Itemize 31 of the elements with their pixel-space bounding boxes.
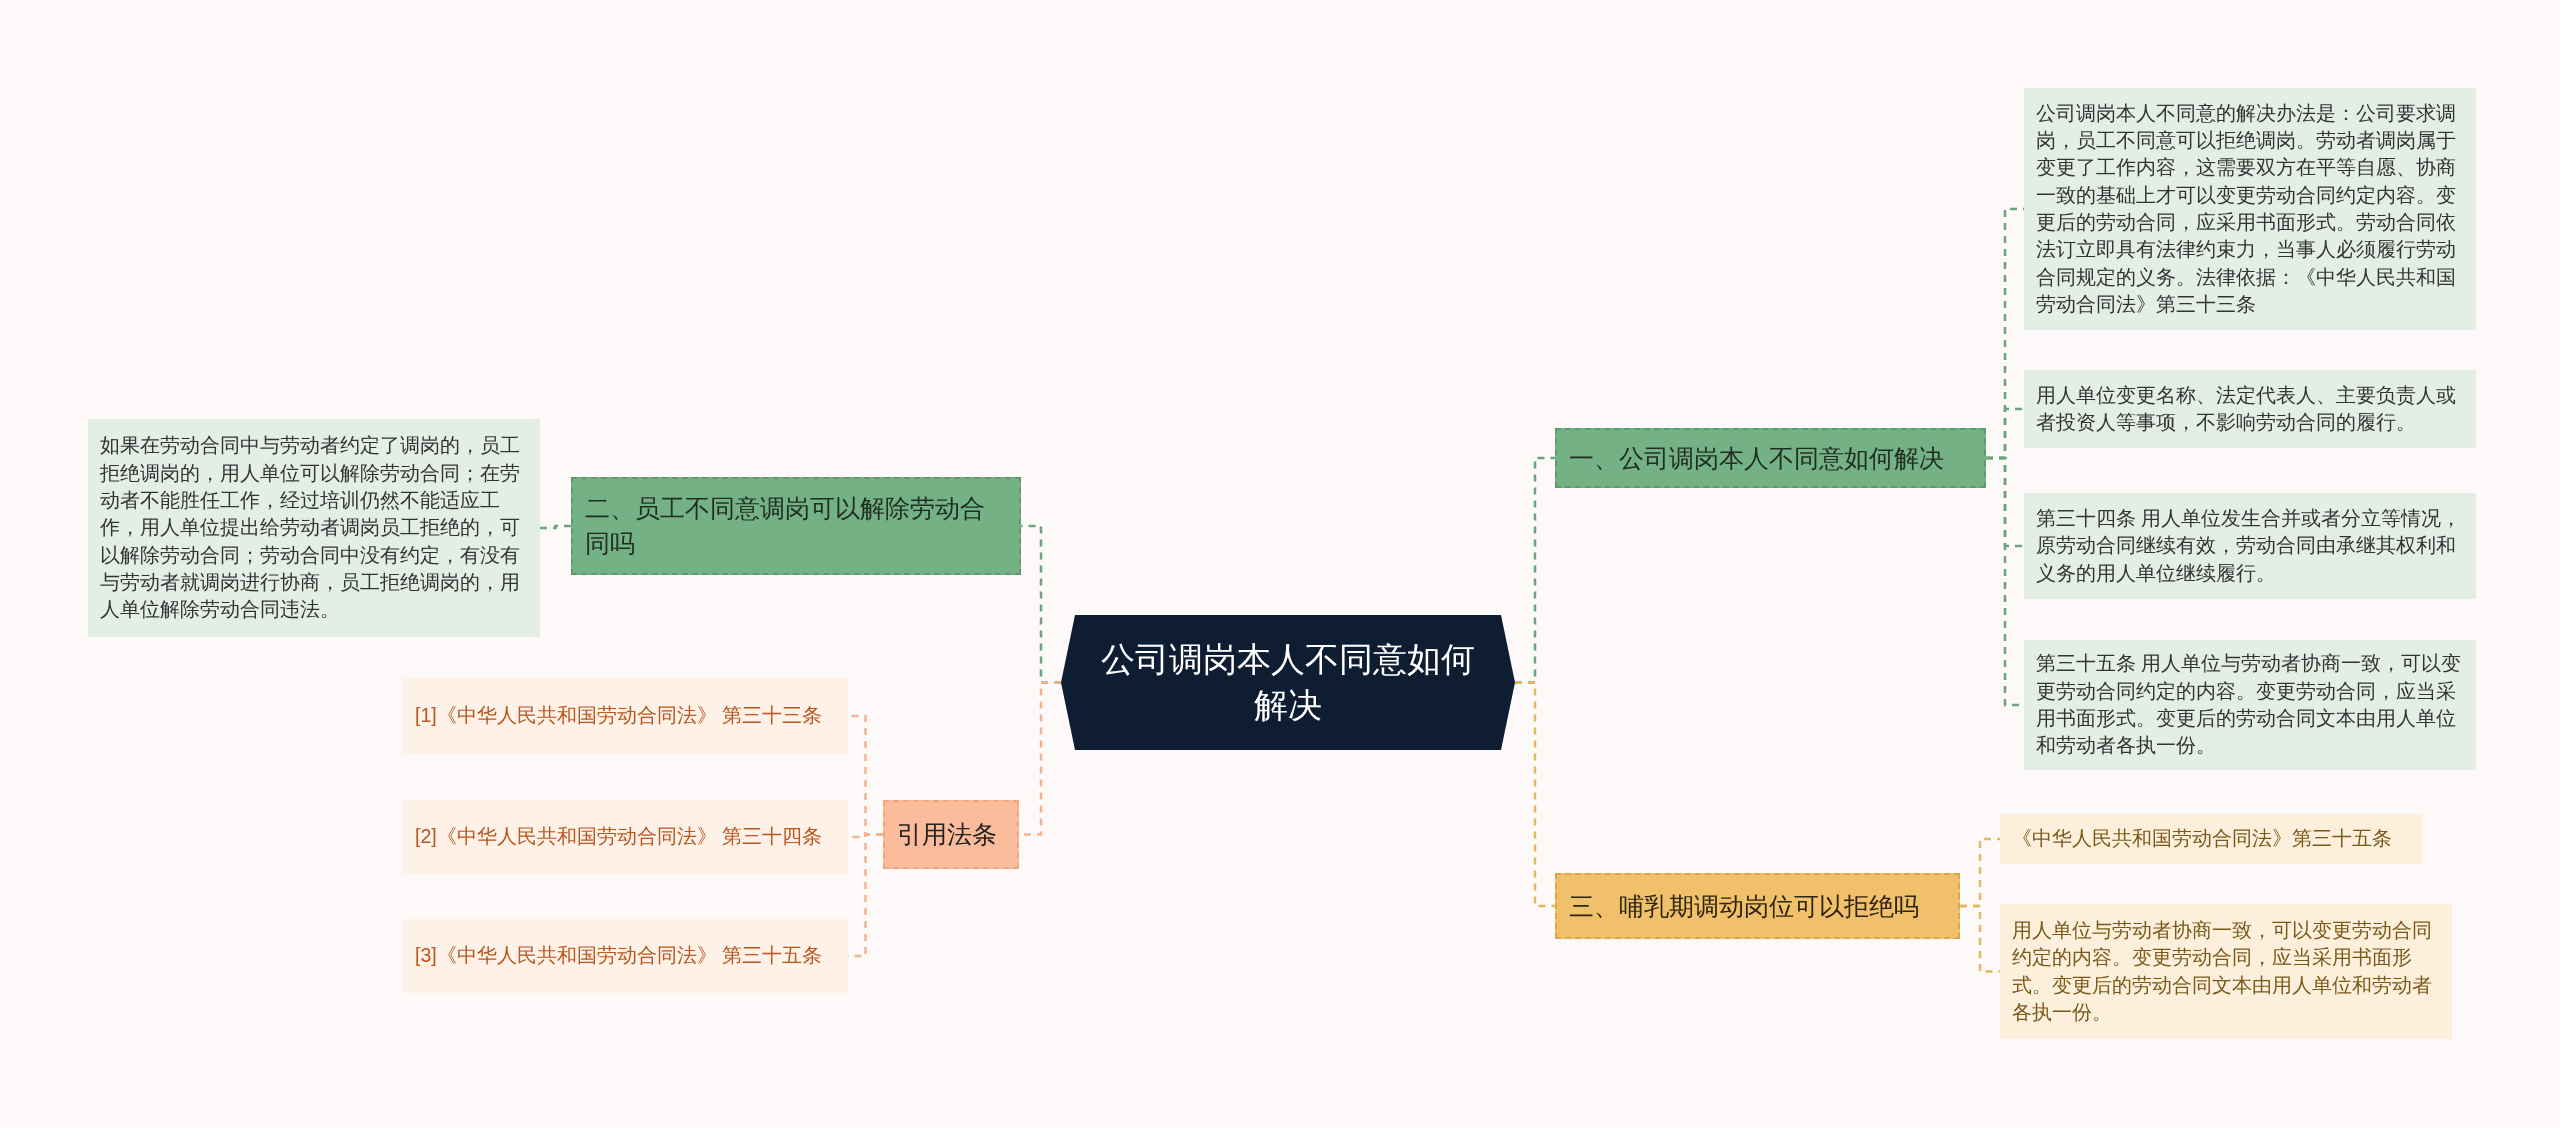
branch-box	[1555, 873, 1960, 939]
note-box	[2024, 88, 2476, 330]
branch-title: 二、员工不同意调岗可以解除劳动合同吗	[585, 493, 986, 559]
note-text: 如果在劳动合同中与劳动者约定了调岗的，员工拒绝调岗的，用人单位可以解除劳动合同；在劳动者不能胜任工作，经过培训仍然不能适应工作，用人单位提出给劳动者调岗员工拒绝的，可以解除劳动合同；劳动合同中没有约定，有没有与劳动者就调岗进行协商，员工拒绝调岗的，用人单位解除劳动合同违法。	[100, 433, 521, 623]
note-text: 《中华人民共和国劳动合同法》第三十五条	[2012, 826, 2393, 852]
citation-box	[403, 919, 848, 993]
branch-box	[571, 477, 1021, 575]
note-box	[88, 419, 540, 637]
connector-line	[540, 524, 571, 530]
citation-text: [2]《中华人民共和国劳动合同法》 第三十四条	[415, 824, 824, 850]
citation-text: [1]《中华人民共和国劳动合同法》 第三十三条	[415, 703, 824, 729]
citation-text: [3]《中华人民共和国劳动合同法》 第三十五条	[415, 943, 824, 969]
note-text: 公司调岗本人不同意的解决办法是：公司要求调岗，员工不同意可以拒绝调岗。劳动者调岗属于变更了工作内容，这需要双方在平等自愿、协商一致的基础上才可以变更劳动合同约定内容。变更后的劳动合同，应采用书面形式。劳动合同依法订立即具有法律约束力，当事人必须履行劳动合同规定的义务。法律依据：《中华人民共和国劳动合同法》第三十三条	[2036, 100, 2457, 317]
central-topic	[1061, 615, 1515, 750]
connector-line	[1960, 904, 2000, 973]
note-box	[2000, 904, 2452, 1039]
branch-box	[883, 800, 1019, 869]
note-text: 用人单位与劳动者协商一致，可以变更劳动合同约定的内容。变更劳动合同，应当采用书面形式。变更后的劳动合同文本由用人单位和劳动者各执一份。	[2012, 917, 2433, 1025]
branch-title: 引用法条	[897, 819, 998, 850]
note-text: 用人单位变更名称、法定代表人、主要负责人或者投资人等事项，不影响劳动合同的履行。	[2036, 382, 2457, 435]
note-box	[2000, 814, 2422, 864]
note-box	[2024, 640, 2476, 770]
connector-line	[1515, 681, 1555, 908]
branch-box	[1555, 428, 1986, 488]
note-text: 第三十五条 用人单位与劳动者协商一致，可以变更劳动合同约定的内容。变更劳动合同，应当采用书面形式。变更后的劳动合同文本由用人单位和劳动者各执一份。	[2036, 651, 2463, 759]
note-text: 第三十四条 用人单位发生合并或者分立等情况，原劳动合同继续有效，劳动合同由承继其权利和义务的用人单位继续履行。	[2036, 506, 2463, 586]
note-box	[2024, 493, 2476, 599]
branch-title: 一、公司调岗本人不同意如何解决	[1569, 442, 1945, 474]
branch-title: 三、哺乳期调动岗位可以拒绝吗	[1569, 890, 1920, 922]
note-box	[2024, 370, 2476, 448]
topic-title: 公司调岗本人不同意如何解决	[1101, 638, 1475, 726]
